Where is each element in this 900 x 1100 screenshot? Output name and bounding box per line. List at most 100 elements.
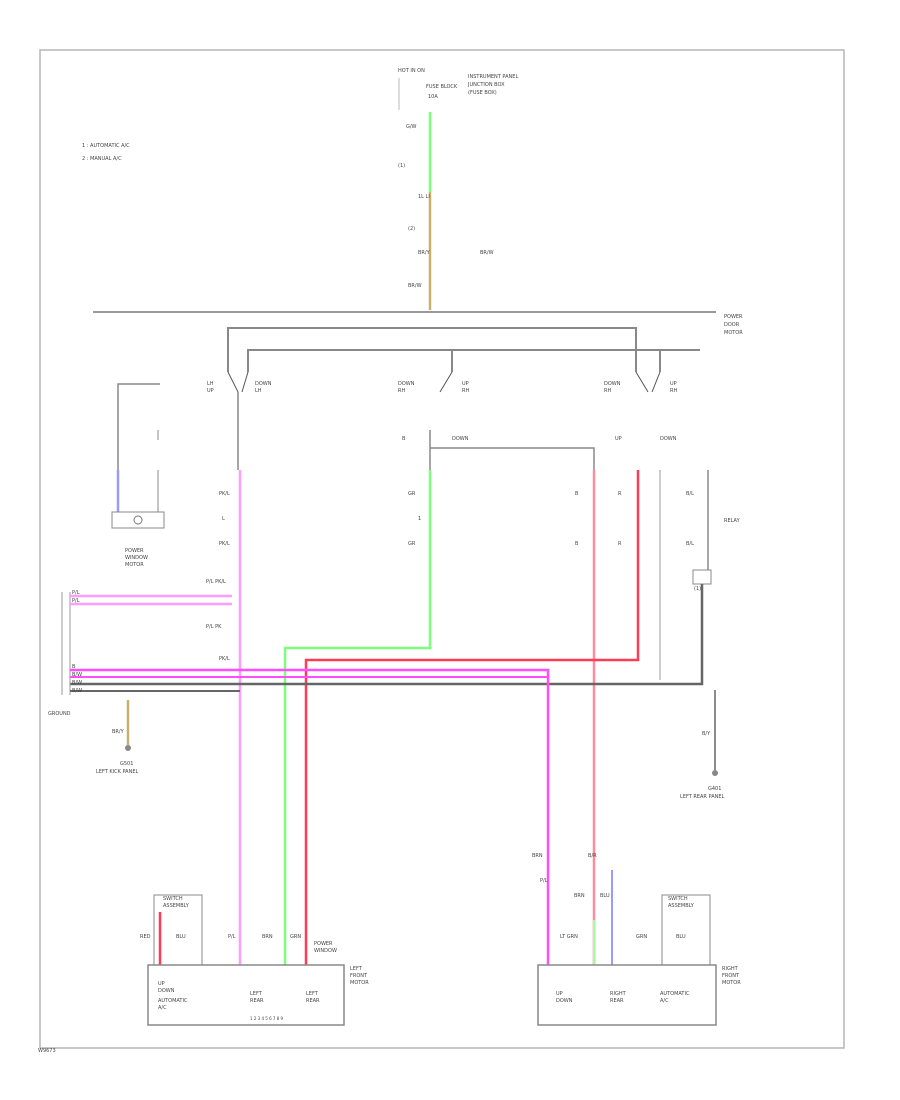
left-block-pin-5: B/W [72, 680, 82, 686]
bus-label-2: DOOR [724, 322, 740, 328]
left-motor-top-1: POWER [314, 941, 333, 947]
col2-wire-green [283, 470, 432, 965]
left-motor-wire-label-3: P/L [228, 934, 236, 940]
left-motor-wire-label-4: BRN [262, 934, 273, 940]
switch-2-label-b: LH [255, 388, 262, 394]
col1-label-3: PK/L [219, 541, 230, 547]
right-motor-inner-6: A/C [660, 998, 669, 1004]
col4-label-4: (1) [694, 586, 701, 592]
col1-label-2: L [222, 516, 225, 522]
fuse-header: HOT IN ON FUSE BLOCK 10A INSTRUMENT PANE… [398, 68, 518, 110]
left-motor-bottom: 1 2 3 4 5 6 7 8 9 [250, 1016, 284, 1021]
left-ground-label: G501 [120, 761, 133, 767]
right-ground: B/Y G401 LEFT REAR PANEL [680, 731, 725, 800]
left-connector-line-2: MOTOR [125, 562, 144, 568]
bus-label-3: MOTOR [724, 330, 743, 336]
fuse-box-label: FUSE BLOCK [426, 84, 458, 90]
fuse-desc-1: INSTRUMENT PANEL [468, 74, 518, 80]
switch-3-blade [439, 371, 453, 393]
left-motor-inner-6: A/C [158, 1005, 167, 1011]
col1-label-1: PK/L [219, 491, 230, 497]
left-motor-title-1: SWITCH [163, 896, 183, 902]
top-wire-label-3: 1L LI [418, 194, 430, 200]
left-block-pin-4: B/W [72, 672, 82, 678]
right-motor-wire-label-2: BRN [574, 893, 585, 899]
right-ground-symbol [712, 770, 718, 776]
right-motor-top-2: B/R [588, 853, 597, 859]
col1-label-4: P/L PK/L [206, 579, 226, 585]
switch-group-right: DOWN RH UP RH [604, 371, 677, 394]
col1-label-5: P/L PK [206, 624, 222, 630]
switch-6-label-a: UP [670, 381, 677, 387]
right-motor-wire-label-5: GRN [636, 934, 647, 940]
col2-label-1: B [402, 436, 406, 442]
top-wire-label-1: G/W [406, 124, 417, 130]
left-motor-wire-label-2: BLU [176, 934, 186, 940]
right-motor-top-1: BRN [532, 853, 543, 859]
left-motor-inner-1: UP [158, 981, 165, 987]
left-motor-inner-2: DOWN [158, 988, 175, 994]
left-motor-side-2: FRONT [350, 973, 368, 979]
col4-label-3: B/L [686, 541, 694, 547]
top-wire-label-7: BR/W [408, 283, 422, 289]
switch-group-left: LH UP DOWN LH [207, 371, 272, 394]
ground-bus: POWER DOOR MOTOR [93, 311, 743, 336]
col3-label-6: R [618, 541, 622, 547]
col2-label-4: 1 [418, 516, 421, 522]
switch-2-blade [241, 371, 249, 393]
switch-6-label-b: RH [670, 388, 677, 394]
right-motor-side-1: RIGHT [722, 966, 739, 972]
col3-label-5: B [575, 541, 579, 547]
col2-labels: B DOWN GR 1 GR [402, 436, 469, 547]
fuse-desc-3: (FUSE BOX) [468, 90, 497, 96]
right-motor-wire-label-3: BLU [600, 893, 610, 899]
fuse-title: HOT IN ON [398, 68, 425, 74]
left-connector-motor-icon [133, 515, 143, 525]
diagram-frame [39, 49, 845, 1049]
left-ground-wire-label: BR/Y [112, 729, 125, 735]
right-motor-title-2: ASSEMBLY [668, 903, 695, 909]
switch-6-blade [651, 371, 661, 393]
top-wire-label-4: (2) [408, 226, 415, 232]
right-motor-wire-label-6: BLU [676, 934, 686, 940]
col1-label-6: PK/L [219, 656, 230, 662]
right-motor-title-1: SWITCH [668, 896, 688, 902]
legend: 1 : AUTOMATIC A/C 2 : MANUAL A/C [82, 143, 130, 162]
relay-box [692, 569, 712, 585]
left-motor-assembly: SWITCH ASSEMBLY RED BLU P/L BRN GRN POWE… [140, 894, 369, 1026]
left-motor-inner-4b: REAR [306, 998, 320, 1004]
switch-5-label-b: RH [604, 388, 611, 394]
right-motor-wire-label-4: LT GRN [560, 934, 578, 940]
col3-label-1: UP [615, 436, 622, 442]
left-motor-side-3: MOTOR [350, 980, 369, 986]
rail-lower [247, 349, 700, 372]
switch-5-label-a: DOWN [604, 381, 621, 387]
top-wire-label-5: BR/Y [418, 250, 431, 256]
left-motor-box [147, 964, 345, 1026]
right-motor-assembly: BRN B/R P/L BRN BLU LT GRN GRN BLU SWITC… [532, 853, 741, 1026]
legend-item-manual: 2 : MANUAL A/C [82, 156, 122, 162]
col4-label-2: RELAY [724, 518, 741, 524]
col3-labels: UP DOWN B R B R [575, 436, 677, 547]
right-motor-side-2: FRONT [722, 973, 740, 979]
col4-wire-dark [70, 584, 704, 686]
left-connector-wire [117, 383, 160, 500]
top-wire-label-2: (1) [398, 163, 405, 169]
left-block-pin-2: P/L [72, 598, 80, 604]
right-ground-label: G401 [708, 786, 721, 792]
left-ground-desc: LEFT KICK PANEL [96, 769, 139, 775]
right-motor-inner-2: DOWN [556, 998, 573, 1004]
left-block-wire-pink [70, 668, 550, 965]
left-motor-inner-3: LEFT [250, 991, 263, 997]
switch-2-label-a: DOWN [255, 381, 272, 387]
col4-labels: B/L RELAY B/L (1) [686, 491, 741, 592]
switch-1-blade [227, 371, 239, 393]
col2-label-5: GR [408, 541, 416, 547]
bus-label-1: POWER [724, 314, 743, 320]
left-connector-line-1: WINDOW [125, 555, 148, 561]
switch-5-blade [635, 371, 649, 393]
right-motor-box [537, 964, 717, 1026]
col2-label-3: GR [408, 491, 416, 497]
column-wires [70, 392, 716, 965]
col3-label-2: DOWN [660, 436, 677, 442]
